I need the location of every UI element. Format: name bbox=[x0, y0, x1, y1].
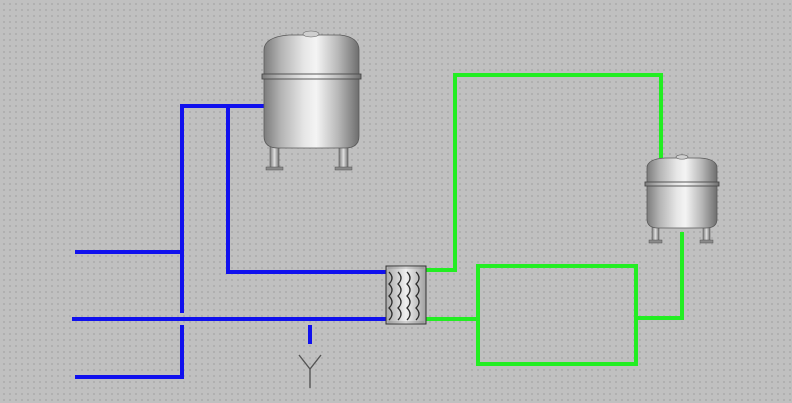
pipe-exchanger-to-small-tank bbox=[425, 73, 663, 272]
storage-tank-icon[interactable] bbox=[261, 30, 362, 171]
drain-funnel-icon bbox=[298, 354, 322, 388]
heat-exchanger-icon[interactable] bbox=[385, 265, 427, 325]
pipe-loop-rectangle bbox=[476, 264, 638, 366]
pipe-tank-to-exchanger bbox=[226, 106, 388, 274]
expansion-tank-icon[interactable] bbox=[644, 154, 720, 244]
primary-piping bbox=[72, 104, 388, 379]
pipe-riser-left bbox=[180, 104, 268, 313]
secondary-piping bbox=[425, 73, 684, 366]
pipe-small-tank-return bbox=[636, 232, 684, 320]
pipe-outlet-bottom bbox=[75, 325, 184, 379]
